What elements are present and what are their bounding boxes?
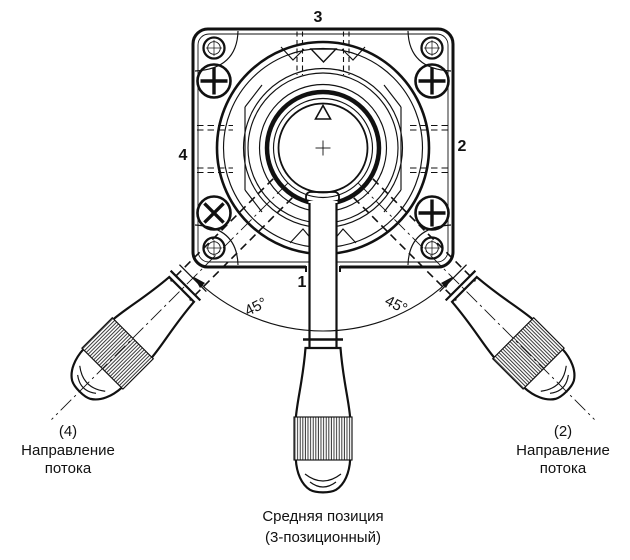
flow-right-ref: (2) <box>554 423 572 440</box>
lever-position-left-ghost <box>31 163 308 440</box>
bayonet-flats <box>244 84 402 213</box>
center-crosshair <box>315 140 331 156</box>
flow-right-line1: Направление <box>516 442 610 459</box>
flow-left-ref: (4) <box>59 423 77 440</box>
phillips-screw-icon <box>414 63 450 99</box>
top-index-tab <box>296 31 350 75</box>
plate-outline <box>191 27 455 269</box>
angle-label-right: 45° <box>382 292 410 317</box>
port-number-right: 2 <box>458 138 467 155</box>
caption: Средняя позиция (3-позиционный) <box>262 508 383 546</box>
lever-center-position <box>292 191 354 494</box>
dial-triangle-marker <box>314 103 332 120</box>
index-wedge <box>309 48 338 64</box>
flow-left-line2: потока <box>45 460 92 477</box>
arrowhead-right <box>441 277 452 288</box>
bolt-hole-icon <box>202 36 226 60</box>
angle-arc <box>193 277 453 332</box>
cross-screw-icon <box>196 195 232 231</box>
port-number-left: 4 <box>179 147 188 164</box>
flow-label-left: (4) Направление потока <box>21 423 115 477</box>
port-number-bottom: 1 <box>298 274 307 291</box>
flow-left-line1: Направление <box>21 442 115 459</box>
arrowhead-left <box>194 277 205 288</box>
face-screws <box>196 63 450 231</box>
bolt-hole-icon <box>202 236 226 260</box>
flow-right-line2: потока <box>540 460 587 477</box>
phillips-screw-icon <box>196 63 232 99</box>
flow-label-right: (2) Направление потока <box>516 423 610 477</box>
lever-shaft-fill <box>308 201 338 348</box>
hidden-port-lines <box>197 124 453 174</box>
lever-knob <box>292 346 354 494</box>
angle-label-left: 45° <box>242 294 270 319</box>
bolt-hole-icon <box>420 236 444 260</box>
lever-position-right-ghost <box>338 163 615 440</box>
phillips-screw-icon <box>414 195 450 231</box>
caption-line2: (3-позиционный) <box>265 529 381 546</box>
bolt-hole-icon <box>420 36 444 60</box>
caption-line1: Средняя позиция <box>262 508 383 525</box>
port-number-top: 3 <box>314 9 323 26</box>
